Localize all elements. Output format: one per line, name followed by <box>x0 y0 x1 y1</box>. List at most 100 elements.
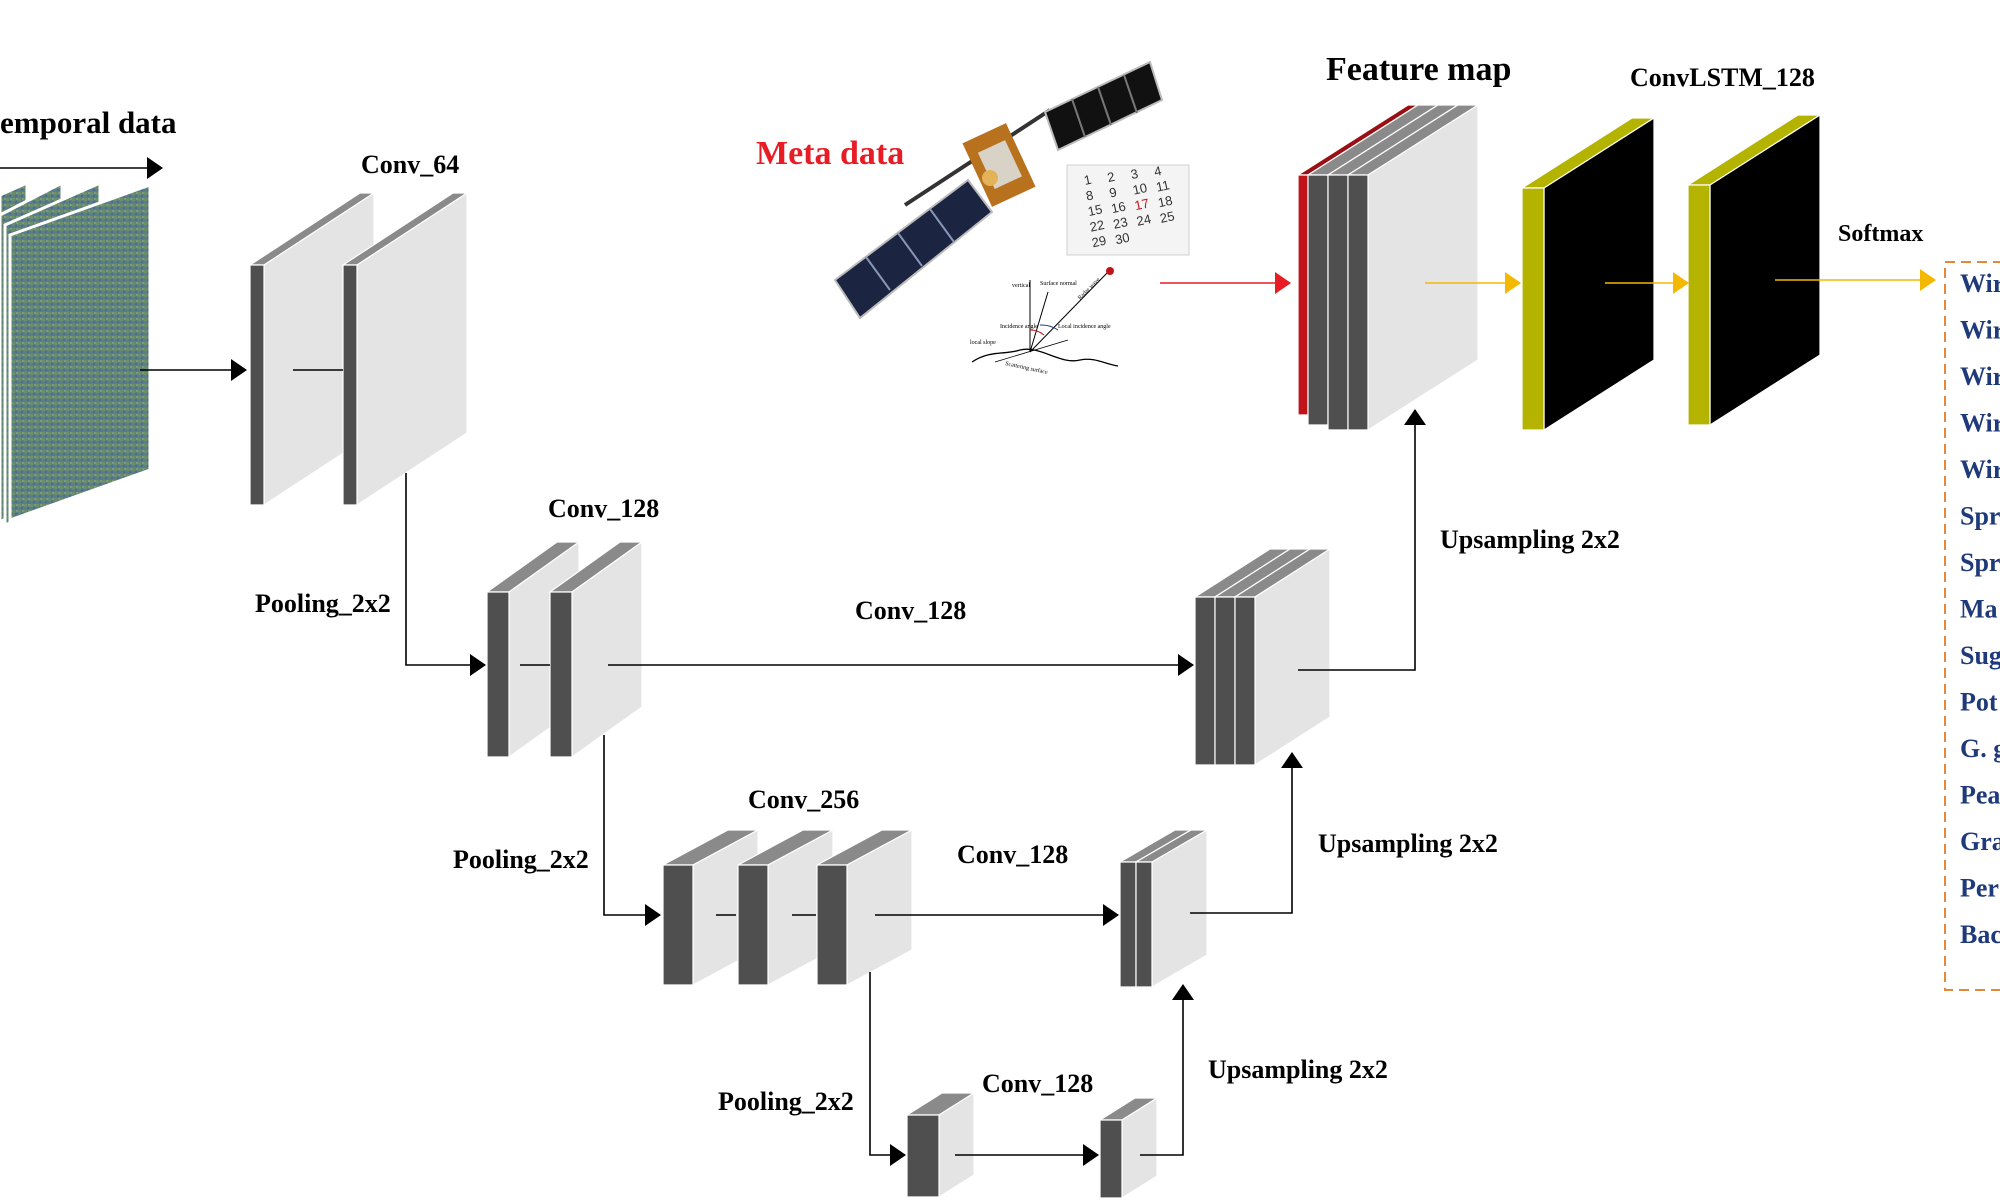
pooling-1-label: Pooling_2x2 <box>255 589 391 618</box>
conv64-block-2 <box>340 191 470 507</box>
calendar-number: 3 <box>1129 166 1139 182</box>
bottom-block-2-side <box>1099 1119 1123 1199</box>
sketch-surface-normal: Surface normal <box>1040 280 1077 287</box>
satellite-icon <box>833 60 1164 320</box>
decoder-a-block-3-side <box>1234 596 1256 766</box>
calendar-number: 18 <box>1157 193 1174 211</box>
pooling-1-arrow <box>405 473 486 676</box>
upsampling-3-arrow <box>1140 984 1194 1156</box>
sketch-local-slope: local slope <box>970 340 996 346</box>
sketch-scattering-surface: Scattering surface <box>1005 360 1049 376</box>
feature-map-red-side <box>1297 174 1309 416</box>
calendar-number: 8 <box>1084 187 1094 203</box>
calendar-number: 30 <box>1114 230 1131 248</box>
calendar-number: 9 <box>1108 184 1118 200</box>
conv256-block-3 <box>816 828 913 987</box>
class-item: Sug <box>1960 641 2000 670</box>
class-item: Wir <box>1960 455 2000 484</box>
class-item: Wir <box>1960 409 2000 438</box>
calendar-number: 2 <box>1106 169 1116 185</box>
bottom-block-1 <box>904 1091 977 1199</box>
upsampling-3-label: Upsampling 2x2 <box>1208 1055 1388 1084</box>
class-item: G. g <box>1960 734 2000 763</box>
softmax-label: Softmax <box>1838 221 1923 247</box>
class-item: Pea <box>1960 781 2000 810</box>
pooling-3-arrow <box>869 972 906 1166</box>
temporal-image-stack <box>0 180 152 528</box>
sketch-local-incidence-angle: Local incidence angle <box>1058 324 1111 330</box>
upsampling-2-arrow <box>1190 752 1303 914</box>
conv256-block-2-side <box>737 864 769 986</box>
upsampling-1-arrow <box>1298 409 1426 671</box>
conv256-block-1-side <box>662 864 694 986</box>
decoder-a-block-2-side <box>1214 596 1236 766</box>
calendar-number: 16 <box>1110 198 1127 216</box>
class-item: Wir <box>1960 362 2000 391</box>
upsampling-1-label: Upsampling 2x2 <box>1440 525 1620 554</box>
feature-map-block-1-side <box>1307 174 1329 426</box>
feature-map-block-2-side <box>1327 174 1349 431</box>
conv128-c-label: Conv_128 <box>982 1069 1093 1098</box>
bottom-block-2 <box>1097 1096 1160 1200</box>
conv128-skip-label: Conv_128 <box>855 596 966 625</box>
calendar-number: 25 <box>1159 208 1176 226</box>
class-item: Gra <box>1960 827 2000 856</box>
conv64-label: Conv_64 <box>361 150 459 179</box>
convlstm-block-2-side <box>1687 184 1711 426</box>
decoder-a-block-3 <box>1232 547 1333 767</box>
class-item: Spr <box>1960 502 2000 531</box>
upsampling-2-label: Upsampling 2x2 <box>1318 829 1498 858</box>
meta-data-label: Meta data <box>756 135 904 172</box>
conv128-block-2-side <box>549 591 573 758</box>
connections <box>140 269 1936 1166</box>
calendar-number: 24 <box>1135 211 1152 229</box>
feature-map-block-3 <box>1345 103 1481 432</box>
feature-map-label: Feature map <box>1326 51 1511 88</box>
convlstm-block-2 <box>1685 113 1823 427</box>
calendar-number: 22 <box>1088 217 1105 235</box>
decoder-a-block-1-side <box>1194 596 1216 766</box>
bottom-block-1-side <box>906 1114 940 1198</box>
conv256-block-3-side <box>816 864 848 986</box>
decoder-b-block-1-side <box>1119 861 1137 988</box>
conv128-block-1-side <box>486 591 510 758</box>
sketch-radar-wave: Radar wave <box>1077 277 1102 302</box>
class-item: Wir <box>1960 316 2000 345</box>
convlstm-block-1 <box>1519 116 1657 432</box>
feature-map-block-3-side <box>1347 174 1369 431</box>
conv256-label: Conv_256 <box>748 785 859 814</box>
pooling-2-arrow <box>603 735 661 926</box>
class-item: Wir <box>1960 269 2000 298</box>
class-item: Per <box>1960 874 1999 903</box>
conv-blocks <box>247 103 1823 1200</box>
class-list-box <box>1944 261 2000 991</box>
conv128-label: Conv_128 <box>548 494 659 523</box>
class-item: Bac <box>1960 920 2000 949</box>
sketch-vertical: vertical <box>1012 283 1030 289</box>
calendar-number: 15 <box>1086 201 1103 219</box>
calendar-number: 17 <box>1133 196 1150 214</box>
decoder-b-block-2 <box>1133 828 1210 989</box>
pooling-3-label: Pooling_2x2 <box>718 1087 854 1116</box>
conv128-block-2 <box>548 540 644 759</box>
calendar-number: 1 <box>1083 172 1093 188</box>
class-item: Spr <box>1960 548 2000 577</box>
class-item: Ma <box>1960 595 1998 624</box>
calendar-number: 4 <box>1153 163 1163 179</box>
calendar-number: 10 <box>1131 180 1148 198</box>
conv64-block-1-side <box>249 264 265 506</box>
calendar-number: 23 <box>1112 214 1129 232</box>
conv128-b-label: Conv_128 <box>957 840 1068 869</box>
sketch-incidence-angle: Incidence angle <box>1000 324 1038 330</box>
class-item: Pot <box>1960 688 1998 717</box>
calendar-number: 29 <box>1090 233 1107 251</box>
pooling-2-label: Pooling_2x2 <box>453 845 589 874</box>
convlstm-label: ConvLSTM_128 <box>1630 63 1815 92</box>
temporal-data-label: emporal data <box>0 105 177 140</box>
radar-geometry-sketch: vertical Surface normal Radar wave Incid… <box>970 267 1119 376</box>
calendar-number: 11 <box>1155 177 1171 194</box>
conv64-block-2-side <box>342 264 358 506</box>
